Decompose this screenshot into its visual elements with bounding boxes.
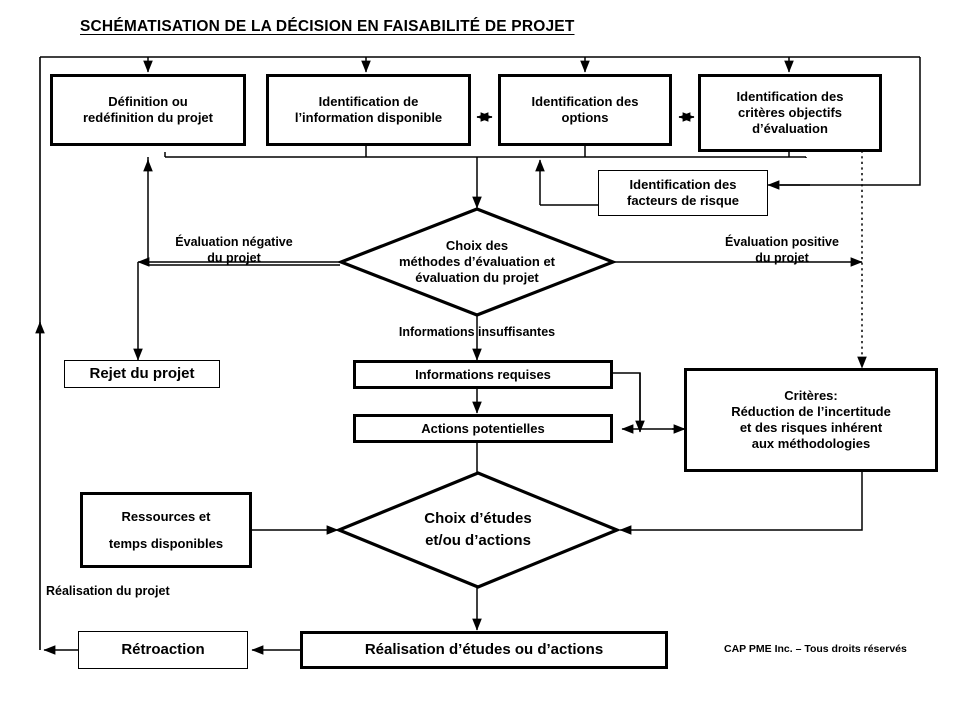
node-definition-projet-label: Définition ou redéfinition du projet xyxy=(83,94,213,125)
node-actions-potentielles[interactable]: Actions potentielles xyxy=(353,414,613,443)
node-informations-requises[interactable]: Informations requises xyxy=(353,360,613,389)
node-facteurs-risque[interactable]: Identification des facteurs de risque xyxy=(598,170,768,216)
node-ressources-temps-label: Ressources et temps disponibles xyxy=(108,508,224,551)
node-actions-potentielles-label: Actions potentielles xyxy=(421,420,545,436)
wire-requises-loop xyxy=(613,372,641,429)
node-criteres-reduction[interactable]: Critères: Réduction de l’incertitude et … xyxy=(684,368,938,472)
label-evaluation-negative: Évaluation négative du projet xyxy=(175,235,293,266)
wire-right-rail-to-risk xyxy=(780,57,921,186)
page-title: SCHÉMATISATION DE LA DÉCISION EN FAISABI… xyxy=(80,18,575,35)
decision-choix-methodes-shape xyxy=(336,207,618,317)
node-retroaction[interactable]: Rétroaction xyxy=(78,631,248,669)
node-identification-information[interactable]: Identification de l’information disponib… xyxy=(266,74,471,146)
node-rejet-projet[interactable]: Rejet du projet xyxy=(64,360,220,388)
node-identification-options-label: Identification des options xyxy=(531,94,639,125)
node-rejet-projet-label: Rejet du projet xyxy=(89,364,195,382)
decision-choix-methodes[interactable]: Choix des méthodes d’évaluation et évalu… xyxy=(336,206,618,318)
node-criteres-objectifs[interactable]: Identification des critères objectifs d’… xyxy=(698,74,882,152)
node-identification-options[interactable]: Identification des options xyxy=(498,74,672,146)
node-ressources-temps[interactable]: Ressources et temps disponibles xyxy=(80,492,252,568)
node-criteres-objectifs-label: Identification des critères objectifs d’… xyxy=(736,89,844,136)
node-criteres-reduction-label: Critères: Réduction de l’incertitude et … xyxy=(731,388,891,451)
footer-copyright: CAP PME Inc. – Tous droits réservés xyxy=(724,643,907,655)
node-identification-information-label: Identification de l’information disponib… xyxy=(294,94,443,125)
node-retroaction-label: Rétroaction xyxy=(121,640,205,658)
node-informations-requises-label: Informations requises xyxy=(415,366,551,382)
label-realisation-projet: Réalisation du projet xyxy=(46,584,170,598)
wire-criteres-to-decision2 xyxy=(619,472,863,535)
node-realisation-etudes-label: Réalisation d’études ou d’actions xyxy=(364,640,604,658)
node-realisation-etudes[interactable]: Réalisation d’études ou d’actions xyxy=(300,631,668,669)
decision-choix-etudes-shape xyxy=(334,471,622,589)
node-definition-projet[interactable]: Définition ou redéfinition du projet xyxy=(50,74,246,146)
label-informations-insuffisantes: Informations insuffisantes xyxy=(398,325,556,339)
label-evaluation-positive: Évaluation positive du projet xyxy=(725,235,839,266)
decision-choix-etudes[interactable]: Choix d’études et/ou d’actions xyxy=(334,470,622,590)
node-facteurs-risque-label: Identification des facteurs de risque xyxy=(627,177,739,208)
